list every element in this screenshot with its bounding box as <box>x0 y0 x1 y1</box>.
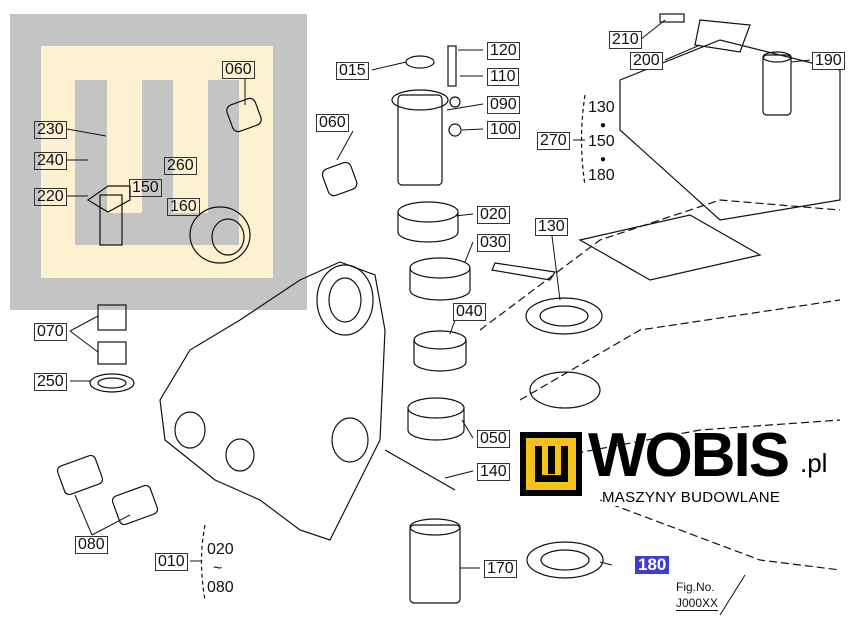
range-to: 080 <box>207 579 234 596</box>
callout-050: 050 <box>477 430 510 448</box>
callout-010: 010 <box>155 553 188 571</box>
range-270-a: 130 <box>588 99 615 116</box>
range-270-b: 150 <box>588 133 615 150</box>
callout-250: 250 <box>34 373 67 391</box>
callout-200: 200 <box>630 52 663 70</box>
callout-130: 130 <box>535 218 568 236</box>
range-from: 020 <box>207 541 234 558</box>
callout-070: 070 <box>34 323 67 341</box>
callout-240: 240 <box>34 152 67 170</box>
dot-separator: ● <box>600 154 607 165</box>
callout-040: 040 <box>453 303 486 321</box>
callout-100: 100 <box>487 121 520 139</box>
wobis-logo-icon <box>520 432 582 496</box>
callout-020: 020 <box>477 206 510 224</box>
callout-260: 260 <box>164 157 197 175</box>
callout-080: 080 <box>75 536 108 554</box>
callout-220: 220 <box>34 188 67 206</box>
callout-060: 060 <box>222 61 255 79</box>
callout-060: 060 <box>316 114 349 132</box>
callout-150: 150 <box>129 179 162 197</box>
callout-120: 120 <box>487 42 520 60</box>
callout-140: 140 <box>477 463 510 481</box>
callout-015: 015 <box>336 62 369 80</box>
swing-bracket <box>159 261 386 541</box>
frame <box>479 199 841 571</box>
callout-110: 110 <box>487 68 519 86</box>
figure-number: J000XX <box>676 596 719 611</box>
callout-090: 090 <box>487 96 520 114</box>
callout-210: 210 <box>609 31 642 49</box>
callout-180-highlighted[interactable]: 180 <box>635 556 670 574</box>
pin-100-cylinder <box>397 94 443 186</box>
callout-170: 170 <box>484 560 517 578</box>
logo-tagline: MASZYNY BUDOWLANE <box>602 489 781 506</box>
callout-030: 030 <box>477 234 510 252</box>
logo-tld: .pl <box>800 448 828 478</box>
dot-separator: ● <box>600 120 607 131</box>
figure-label: Fig.No. <box>676 580 715 594</box>
callout-230: 230 <box>34 121 67 139</box>
callout-160: 160 <box>167 198 200 216</box>
range-tilde: ~ <box>213 560 223 577</box>
range-270-c: 180 <box>588 167 615 184</box>
pin-170 <box>409 524 461 604</box>
callout-270: 270 <box>537 132 570 150</box>
logo-brand: WOBIS <box>588 421 790 490</box>
callout-190: 190 <box>812 52 845 70</box>
